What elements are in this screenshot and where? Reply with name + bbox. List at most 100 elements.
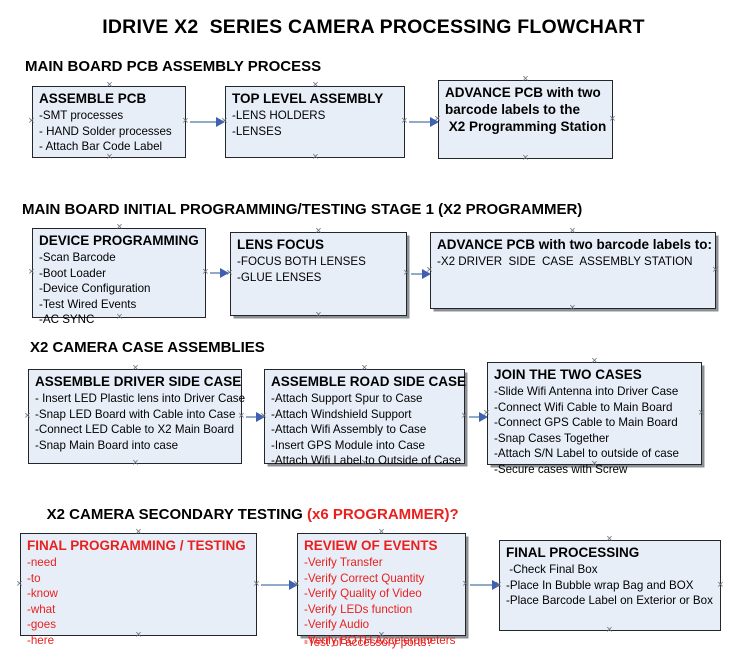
node-line: -Place In Bubble wrap Bag and BOX <box>506 578 694 592</box>
connection-handle-right[interactable] <box>201 268 210 277</box>
node-line: -to <box>27 571 41 585</box>
node-line: -AC SYNC <box>39 313 95 327</box>
node-line: -Device Configuration <box>39 282 151 296</box>
connection-handle-bottom[interactable] <box>360 459 369 468</box>
connection-handle-top[interactable] <box>311 81 320 90</box>
node-review-of-events[interactable]: REVIEW OF EVENTS -Verify Transfer -Verif… <box>297 533 466 649</box>
node-advance-pcb-to-driver-side-case-assembly[interactable]: ADVANCE PCB with two barcode labels to: … <box>430 232 716 309</box>
node-line: -what <box>27 602 56 616</box>
connection-handle-right[interactable] <box>181 117 190 126</box>
node-assemble-pcb[interactable]: ASSEMBLE PCB -SMT processes - HAND Solde… <box>32 86 186 158</box>
connection-handle-bottom[interactable] <box>590 460 599 469</box>
connection-handle-top[interactable] <box>605 535 614 544</box>
node-assemble-road-side-case[interactable]: ASSEMBLE ROAD SIDE CASE -Attach Support … <box>264 369 466 467</box>
connection-handle-bottom[interactable] <box>131 459 140 468</box>
connection-handle-bottom[interactable] <box>115 313 124 322</box>
node-line: -Insert GPS Module into Case <box>271 438 426 452</box>
connection-handle-bottom[interactable] <box>605 626 614 635</box>
node-lens-focus[interactable]: LENS FOCUS -FOCUS BOTH LENSES -GLUE LENS… <box>230 232 407 316</box>
connection-handle-bottom[interactable] <box>377 631 386 640</box>
connection-handle-left[interactable] <box>433 115 442 124</box>
node-line: -SMT processes <box>39 109 124 122</box>
connection-handle-left[interactable] <box>220 117 229 126</box>
connection-handle-top[interactable] <box>314 227 323 236</box>
connection-handle-top[interactable] <box>131 364 140 373</box>
connection-handle-right[interactable] <box>608 115 617 124</box>
node-line: -Attach S/N Label to outside of case <box>494 447 679 461</box>
connection-handle-top[interactable] <box>134 528 143 537</box>
connection-handle-top[interactable] <box>377 528 386 537</box>
node-overflow-line: -Test of accessory ports? <box>304 636 433 650</box>
node-line: -Test Wired Events <box>39 297 137 311</box>
connection-handle-left[interactable] <box>225 269 234 278</box>
node-line: -Check Final Box <box>506 563 598 576</box>
connection-handle-right[interactable] <box>237 412 246 421</box>
node-line: -Attach Windshield Support <box>271 407 412 421</box>
connector-device-programming-to-lens-focus <box>210 272 224 274</box>
connection-handle-top[interactable] <box>360 364 369 373</box>
connection-handle-bottom[interactable] <box>311 153 320 162</box>
node-device-programming[interactable]: DEVICE PROGRAMMING -Scan Barcode -Boot L… <box>32 228 206 326</box>
connection-handle-left[interactable] <box>23 412 32 421</box>
connection-handle-top[interactable] <box>115 223 124 232</box>
node-line: -FOCUS BOTH LENSES <box>237 255 366 268</box>
connection-handle-right[interactable] <box>711 266 720 275</box>
connection-handle-bottom[interactable] <box>568 304 577 313</box>
node-final-processing[interactable]: FINAL PROCESSING -Check Final Box -Place… <box>499 540 721 631</box>
connector-top-level-assembly-to-advance-pcb <box>409 121 434 123</box>
node-line: -LENSES <box>232 124 282 138</box>
node-line: - Attach Bar Code Label <box>39 140 163 154</box>
connection-handle-bottom[interactable] <box>314 311 323 320</box>
connection-handle-left[interactable] <box>27 268 36 277</box>
section-title-main-board-pcb-assembly-process: MAIN BOARD PCB ASSEMBLY PROCESS <box>25 58 322 75</box>
node-top-level-assembly[interactable]: TOP LEVEL ASSEMBLY -LENS HOLDERS -LENSES <box>225 86 405 158</box>
connection-handle-right[interactable] <box>461 580 470 589</box>
connection-handle-left[interactable] <box>15 580 24 589</box>
connection-handle-top[interactable] <box>105 81 114 90</box>
node-line: -Connect GPS Cable to Main Board <box>494 416 678 430</box>
node-join-the-two-cases[interactable]: JOIN THE TWO CASES -Slide Wifi Antenna i… <box>487 362 702 476</box>
node-title: LENS FOCUS <box>237 237 325 252</box>
connection-handle-right[interactable] <box>402 269 411 278</box>
section-title-main-board-initial-programming-testing-stage-1: MAIN BOARD INITIAL PROGRAMMING/TESTING S… <box>22 201 583 218</box>
node-title: ASSEMBLE PCB <box>39 91 147 106</box>
node-line: -Verify Quality of Video <box>304 587 422 601</box>
node-line: -Slide Wifi Antenna into Driver Case <box>494 385 679 398</box>
node-line: -Connect Wifi Cable to Main Board <box>494 400 673 414</box>
connection-handle-left[interactable] <box>425 266 434 275</box>
connection-handle-left[interactable] <box>482 409 491 418</box>
node-title: FINAL PROGRAMMING / TESTING <box>27 538 246 553</box>
node-title: JOIN THE TWO CASES <box>494 367 642 382</box>
connector-driver-side-to-road-side <box>246 416 260 418</box>
connection-handle-bottom[interactable] <box>521 154 530 163</box>
connection-handle-left[interactable] <box>27 117 36 126</box>
connection-handle-top[interactable] <box>568 227 577 236</box>
node-assemble-driver-side-case[interactable]: ASSEMBLE DRIVER SIDE CASE - Insert LED P… <box>28 369 245 464</box>
node-line: -need <box>27 556 57 569</box>
connector-lens-focus-to-advance-pcb-driver-side <box>411 273 426 275</box>
node-title-line: barcode labels to the <box>445 102 581 117</box>
connection-handle-top[interactable] <box>590 357 599 366</box>
node-line: -Connect LED Cable to X2 Main Board <box>35 423 235 437</box>
section-title-x2-camera-case-assemblies: X2 CAMERA CASE ASSEMBLIES <box>30 339 265 356</box>
node-title: TOP LEVEL ASSEMBLY <box>232 91 384 106</box>
connection-handle-bottom[interactable] <box>134 631 143 640</box>
node-title-line: ADVANCE PCB with two <box>445 85 601 100</box>
node-advance-pcb-to-x2-programming-station[interactable]: ADVANCE PCB with two barcode labels to t… <box>438 80 613 159</box>
node-title: ADVANCE PCB with two barcode labels to: <box>437 237 713 252</box>
connection-handle-right[interactable] <box>460 412 469 421</box>
connection-handle-right[interactable] <box>716 581 725 590</box>
connection-handle-right[interactable] <box>400 117 409 126</box>
connection-handle-left[interactable] <box>259 412 268 421</box>
node-line: -Snap Cases Together <box>494 431 610 445</box>
connection-handle-left[interactable] <box>494 581 503 590</box>
connection-handle-bottom[interactable] <box>105 153 114 162</box>
node-final-programming-testing[interactable]: FINAL PROGRAMMING / TESTING -need -to -k… <box>20 533 257 647</box>
connection-handle-right[interactable] <box>252 580 261 589</box>
node-line: -Boot Loader <box>39 266 107 280</box>
node-line: -GLUE LENSES <box>237 270 322 284</box>
connection-handle-right[interactable] <box>697 409 706 418</box>
connection-handle-top[interactable] <box>521 75 530 84</box>
connection-handle-left[interactable] <box>292 580 301 589</box>
